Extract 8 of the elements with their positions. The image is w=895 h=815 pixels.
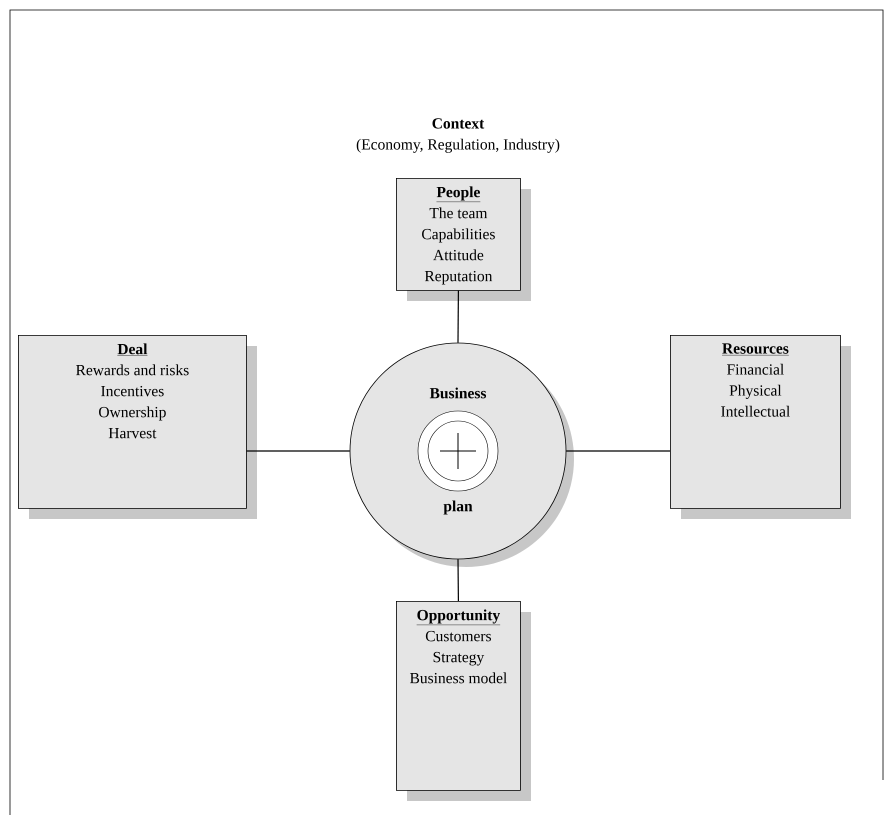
text-box: Opportunity Customers Strategy Business model	[396, 601, 531, 801]
connector-line	[566, 450, 670, 452]
connector-line	[457, 290, 459, 343]
text-box: People The team Capabilities Attitude Reputation	[396, 178, 531, 301]
text-box: Resources Financial Physical Intellectual	[670, 335, 851, 519]
connector-line	[457, 559, 459, 601]
connector-line	[246, 450, 350, 452]
text-box: Deal Rewards and risks Incentives Ownership Harvest	[18, 335, 257, 519]
